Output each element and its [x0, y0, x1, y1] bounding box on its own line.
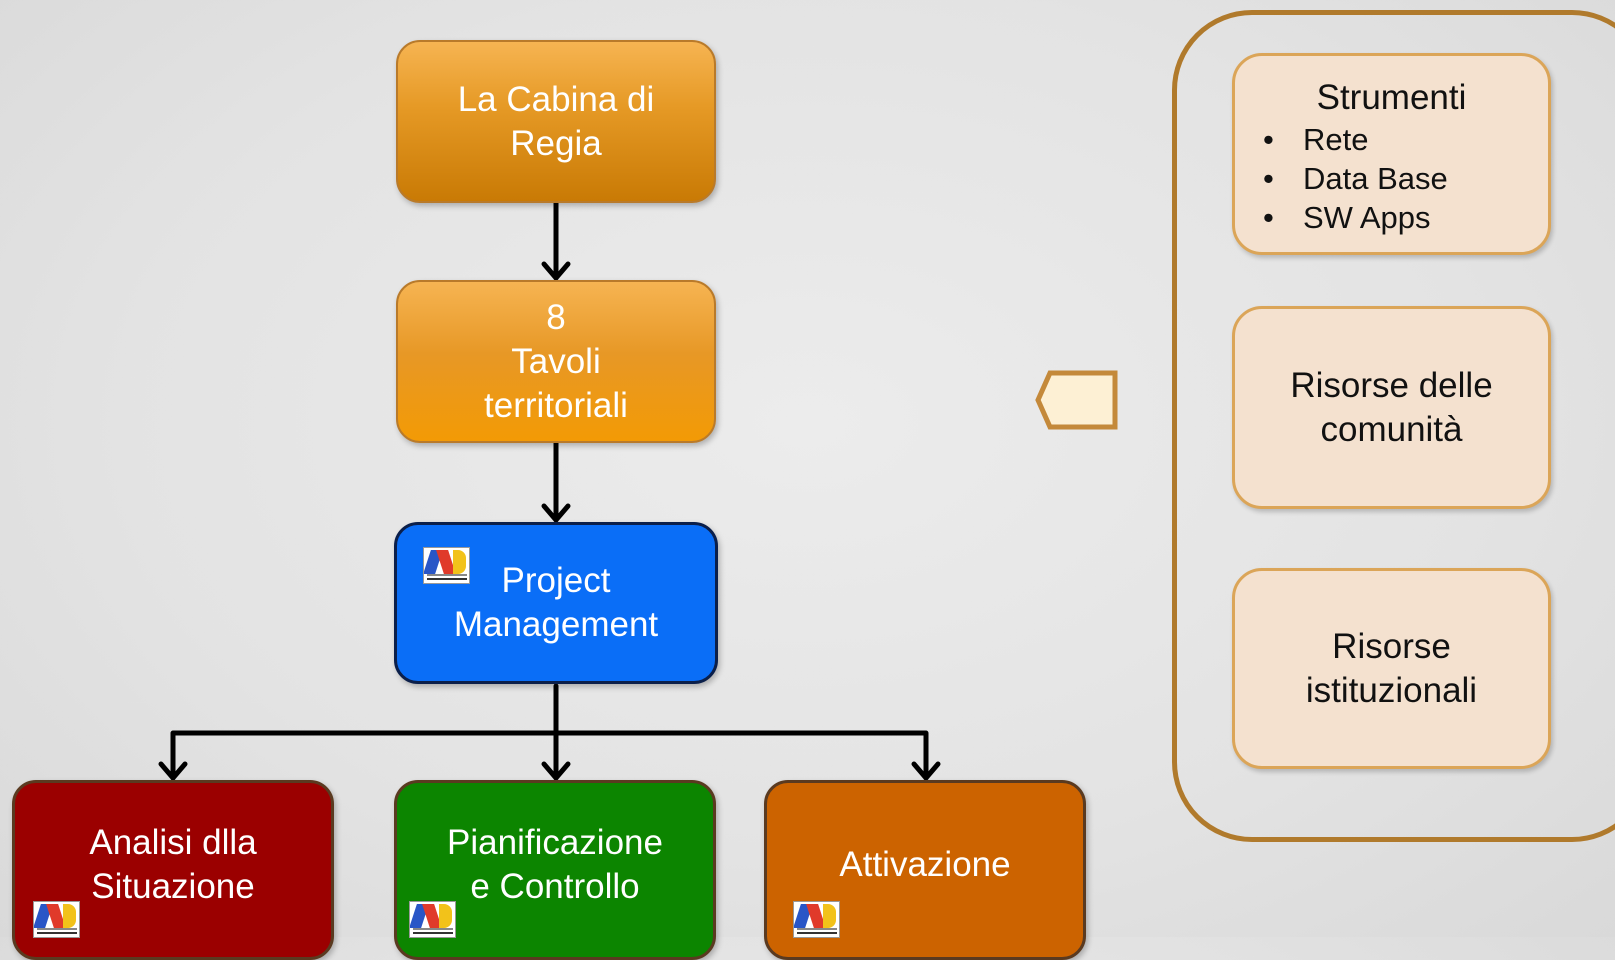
analisi-situazione-box: Analisi dlla Situazione	[12, 780, 334, 960]
list-item: Data Base	[1263, 159, 1448, 198]
left-pentagon-arrow-icon	[1035, 370, 1118, 430]
association-logo-icon	[423, 547, 470, 584]
pianificazione-controllo-box: Pianificazione e Controllo	[394, 780, 716, 960]
comunita-line-1: Risorse delle	[1290, 365, 1493, 405]
arrowhead-to-analysis	[158, 761, 188, 781]
istituzionali-line-2: istituzionali	[1305, 670, 1478, 710]
strumenti-card: Strumenti Rete Data Base SW Apps	[1232, 53, 1551, 255]
tavoli-line-1: 8	[546, 297, 566, 337]
project-management-box: Project Management	[394, 522, 718, 684]
pm-line-2: Management	[453, 605, 659, 644]
association-logo-icon	[33, 901, 80, 938]
association-logo-icon	[409, 901, 456, 938]
cabina-line-2: Regia	[510, 123, 602, 163]
cabina-di-regia-box: La Cabina di Regia	[396, 40, 716, 203]
arrowhead-to-planning	[541, 761, 571, 781]
pianificazione-line-1: Pianificazione	[447, 823, 663, 862]
arrowhead-top-to-middle	[541, 261, 571, 281]
list-item: Rete	[1263, 120, 1448, 159]
attivazione-line-1: Attivazione	[839, 845, 1011, 884]
tavoli-line-3: territoriali	[484, 385, 628, 425]
strumenti-list: Rete Data Base SW Apps	[1263, 120, 1448, 237]
risorse-istituzionali-card: Risorse istituzionali	[1232, 568, 1551, 769]
risorse-comunita-card: Risorse delle comunità	[1232, 306, 1551, 509]
tavoli-line-2: Tavoli	[511, 341, 601, 381]
cabina-line-1: La Cabina di	[457, 79, 655, 119]
comunita-line-2: comunità	[1320, 409, 1463, 449]
istituzionali-line-1: Risorse	[1332, 626, 1451, 666]
resources-panel	[1172, 10, 1615, 842]
pm-line-1: Project	[501, 561, 611, 600]
pianificazione-line-2: e Controllo	[470, 867, 640, 906]
analisi-line-2: Situazione	[91, 867, 255, 906]
strumenti-title: Strumenti	[1316, 78, 1467, 117]
tavoli-territoriali-box: 8 Tavoli territoriali	[396, 280, 716, 443]
list-item: SW Apps	[1263, 198, 1448, 237]
analisi-line-1: Analisi dlla	[89, 823, 257, 862]
connector-branch	[170, 730, 929, 781]
arrowhead-middle-to-center	[541, 503, 571, 523]
association-logo-icon	[793, 901, 840, 938]
attivazione-box: Attivazione	[764, 780, 1086, 960]
arrowhead-to-activation	[911, 761, 941, 781]
